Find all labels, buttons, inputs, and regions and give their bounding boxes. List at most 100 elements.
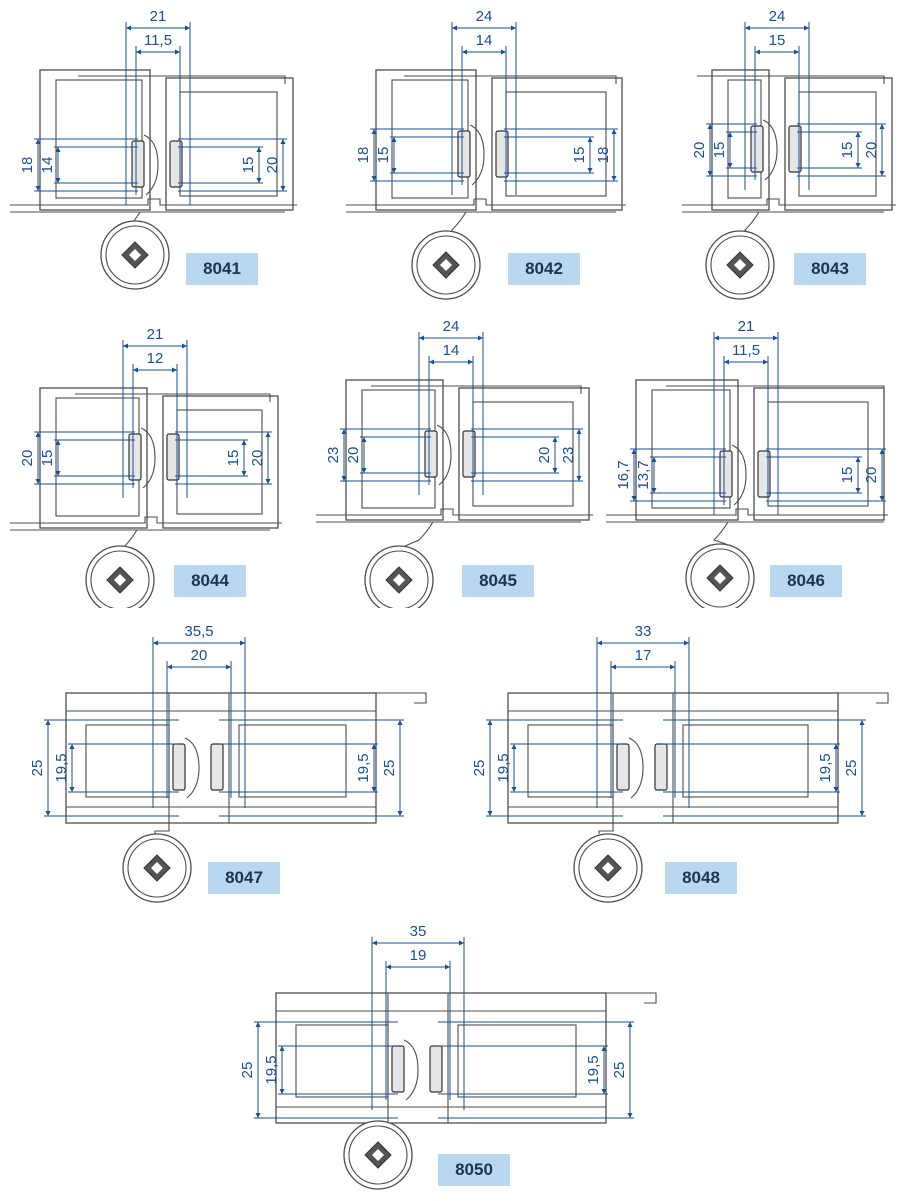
dim-inner-width: 12 bbox=[147, 350, 164, 367]
profile-drawing: 35,5 20 25 19,5 19,5 25 bbox=[29, 623, 427, 903]
dim-left-inner-height: 15 bbox=[39, 450, 56, 467]
dim-left-outer-height: 16,7 bbox=[615, 460, 632, 489]
dim-left-inner-height: 20 bbox=[345, 447, 362, 464]
gasket-pair bbox=[750, 119, 802, 181]
gasket-pair bbox=[391, 1039, 443, 1101]
dim-left-inner-height: 15 bbox=[375, 147, 392, 164]
aluminium-profile bbox=[65, 692, 427, 834]
profile-code-badge: 8045 bbox=[462, 565, 534, 597]
dim-outer-width: 35,5 bbox=[184, 623, 213, 640]
dim-right-inner-height: 15 bbox=[240, 157, 257, 174]
dim-left-outer-height: 20 bbox=[691, 142, 708, 159]
dim-right-inner-height: 15 bbox=[571, 147, 588, 164]
dim-outer-width: 24 bbox=[443, 318, 460, 335]
dim-right-outer-height: 20 bbox=[863, 142, 880, 159]
dim-outer-width: 33 bbox=[635, 623, 652, 640]
hinge-knob-icon bbox=[122, 833, 192, 903]
dim-left-outer-height: 25 bbox=[29, 760, 46, 777]
hinge-knob-icon bbox=[364, 545, 434, 615]
profile-code-badge: 8042 bbox=[508, 253, 580, 285]
dim-right-inner-height: 19,5 bbox=[355, 753, 372, 782]
dim-right-inner-height: 19,5 bbox=[817, 753, 834, 782]
dim-outer-width: 24 bbox=[769, 8, 786, 25]
hinge-knob-icon bbox=[100, 220, 170, 290]
dim-inner-width: 11,5 bbox=[144, 32, 172, 49]
gasket-pair bbox=[172, 737, 224, 799]
gasket-pair bbox=[131, 134, 183, 196]
dim-right-outer-height: 23 bbox=[560, 447, 577, 464]
profile-code-badge: 8044 bbox=[174, 565, 246, 597]
dim-inner-width: 19 bbox=[410, 947, 427, 964]
profile-code-badge: 8046 bbox=[770, 565, 842, 597]
dim-outer-width: 35 bbox=[410, 923, 427, 940]
dim-outer-width: 21 bbox=[738, 318, 755, 335]
dim-outer-width: 21 bbox=[147, 326, 164, 343]
profile-section-8048: 33 17 25 19,5 19,5 25 bbox=[458, 615, 898, 905]
gasket-pair bbox=[719, 444, 771, 506]
aluminium-profile bbox=[507, 692, 889, 834]
dim-right-inner-height: 15 bbox=[839, 467, 856, 484]
dim-left-inner-height: 19,5 bbox=[495, 753, 512, 782]
dim-left-outer-height: 25 bbox=[239, 1062, 256, 1079]
profile-drawing: 33 17 25 19,5 19,5 25 bbox=[471, 623, 889, 903]
dim-right-outer-height: 25 bbox=[381, 760, 398, 777]
dim-outer-width: 24 bbox=[476, 8, 493, 25]
dim-outer-width: 21 bbox=[150, 8, 167, 25]
gasket-pair bbox=[616, 737, 668, 799]
dim-left-outer-height: 20 bbox=[19, 450, 36, 467]
dim-left-inner-height: 19,5 bbox=[53, 753, 70, 782]
profile-drawing: 35 19 25 19,5 19,5 25 bbox=[239, 923, 657, 1190]
profile-code-badge: 8048 bbox=[665, 862, 737, 894]
dim-left-inner-height: 13,7 bbox=[635, 460, 652, 489]
dim-right-outer-height: 20 bbox=[264, 157, 281, 174]
hinge-knob-icon bbox=[411, 230, 481, 300]
aluminium-profile bbox=[10, 69, 297, 231]
hinge-knob-icon bbox=[705, 230, 775, 300]
dim-right-outer-height: 20 bbox=[863, 467, 880, 484]
dim-inner-width: 15 bbox=[769, 32, 786, 49]
aluminium-profile bbox=[10, 387, 282, 549]
dim-inner-width: 17 bbox=[635, 647, 652, 664]
hinge-knob-icon bbox=[685, 543, 755, 613]
hinge-knob-icon bbox=[343, 1120, 413, 1190]
gasket-pair bbox=[128, 427, 180, 489]
dim-inner-width: 11,5 bbox=[732, 342, 760, 359]
profile-section-8047: 35,5 20 25 19,5 19,5 25 bbox=[16, 615, 436, 905]
dim-inner-width: 14 bbox=[476, 32, 493, 49]
dim-right-inner-height: 20 bbox=[536, 447, 553, 464]
dim-right-outer-height: 25 bbox=[611, 1062, 628, 1079]
dim-left-outer-height: 23 bbox=[325, 447, 342, 464]
dim-inner-width: 14 bbox=[443, 342, 460, 359]
profile-code-badge: 8047 bbox=[208, 862, 280, 894]
dim-right-outer-height: 20 bbox=[249, 450, 266, 467]
dim-left-outer-height: 18 bbox=[355, 147, 372, 164]
dim-right-inner-height: 15 bbox=[839, 142, 856, 159]
profile-code-badge: 8050 bbox=[438, 1154, 510, 1186]
dim-left-outer-height: 18 bbox=[19, 157, 36, 174]
dim-right-outer-height: 25 bbox=[843, 760, 860, 777]
dim-right-inner-height: 19,5 bbox=[585, 1055, 602, 1084]
dim-left-inner-height: 15 bbox=[711, 142, 728, 159]
gasket-pair bbox=[424, 424, 476, 486]
profile-code-badge: 8043 bbox=[794, 253, 866, 285]
dim-left-inner-height: 14 bbox=[39, 157, 56, 174]
dim-left-inner-height: 19,5 bbox=[263, 1055, 280, 1084]
profile-section-8050: 35 19 25 19,5 19,5 25 bbox=[226, 915, 666, 1196]
dim-left-outer-height: 25 bbox=[471, 760, 488, 777]
aluminium-profile bbox=[606, 379, 888, 545]
dim-right-inner-height: 15 bbox=[225, 450, 242, 467]
dim-inner-width: 20 bbox=[191, 647, 208, 664]
hinge-knob-icon bbox=[85, 545, 155, 615]
